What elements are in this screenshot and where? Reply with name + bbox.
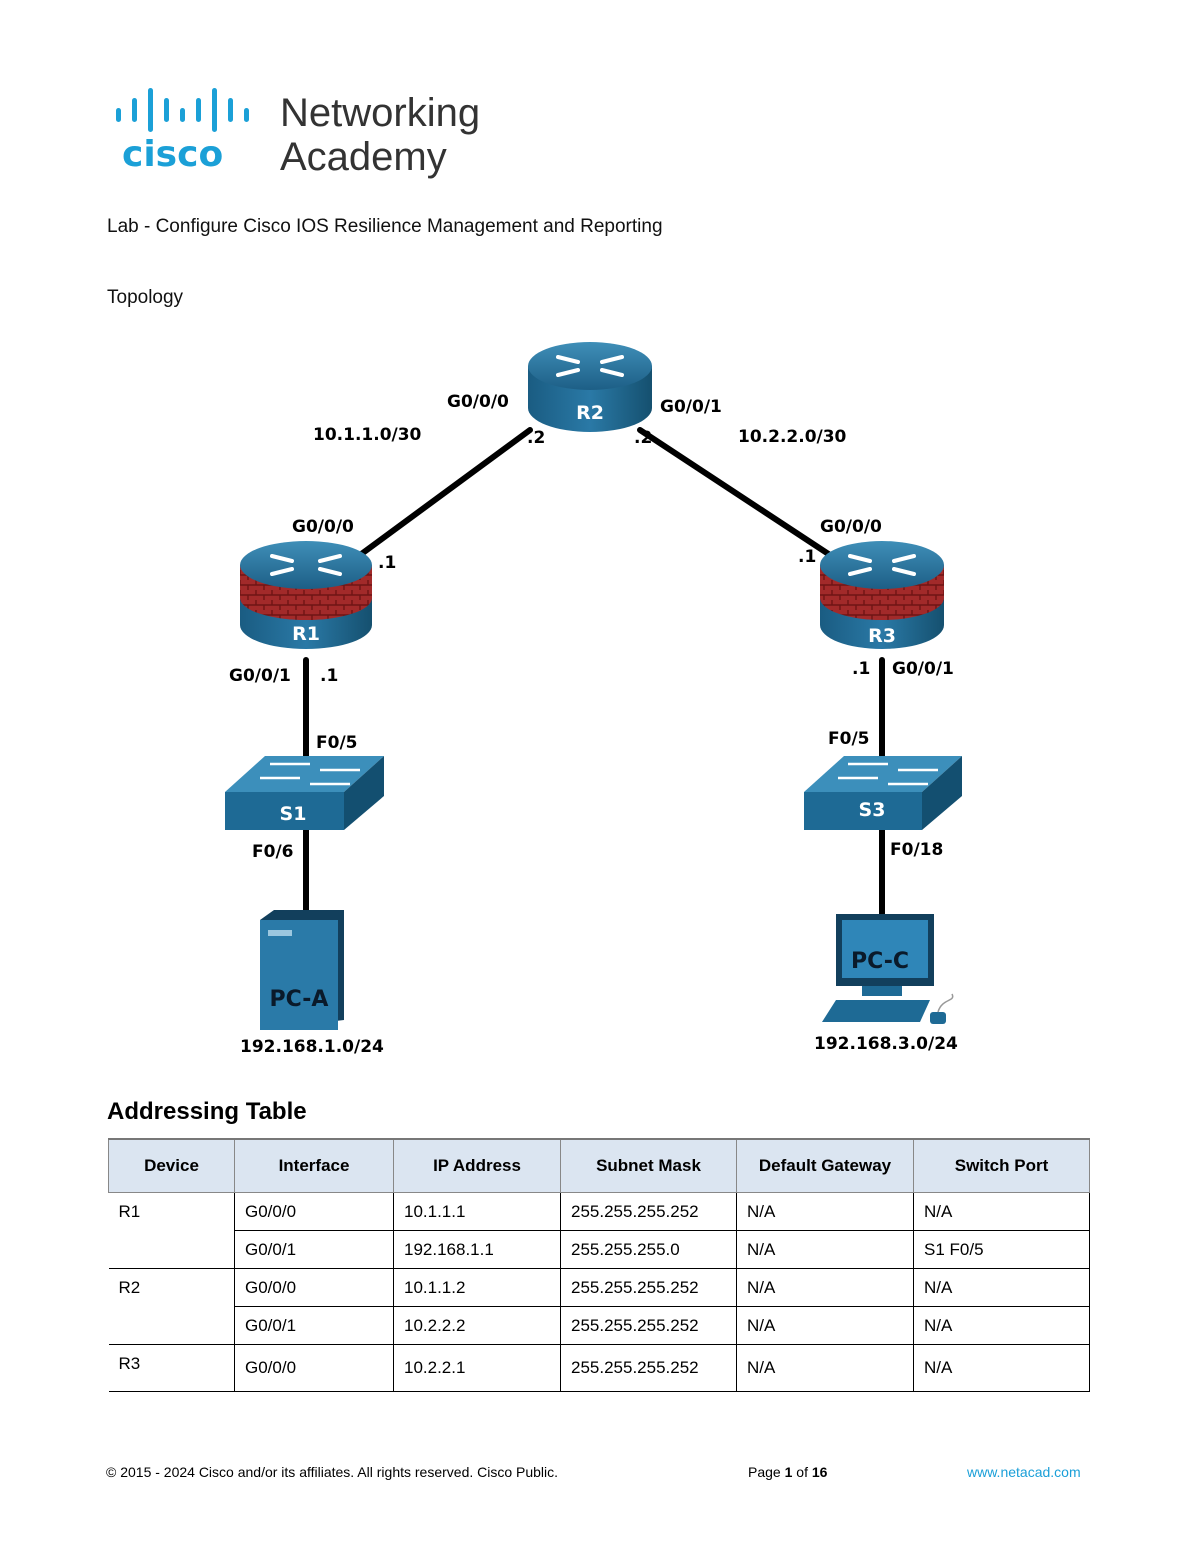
cell-gateway: N/A [736, 1192, 914, 1231]
cell-mask: 255.255.255.252 [560, 1268, 737, 1307]
cell-ip: 10.2.2.2 [393, 1306, 561, 1345]
r1-label: R1 [292, 623, 320, 645]
cell-mask: 255.255.255.252 [560, 1306, 737, 1345]
router-r2-icon: R2 [528, 342, 652, 432]
r2-g000-label: G0/0/0 [447, 392, 509, 412]
s3-label: S3 [859, 799, 886, 821]
cell-port: N/A [913, 1306, 1090, 1345]
page-current: 1 [784, 1464, 793, 1480]
pc-a-label: PC-A [270, 987, 329, 1012]
r1-g000-label: G0/0/0 [292, 517, 354, 537]
cell-gateway: N/A [736, 1306, 914, 1345]
link-r2-r3 [637, 427, 833, 558]
col-subnet-mask: Subnet Mask [560, 1138, 737, 1193]
cell-mask: 255.255.255.252 [560, 1192, 737, 1231]
cell-ip: 192.168.1.1 [393, 1230, 561, 1269]
cell-device: R3 [108, 1344, 235, 1392]
cell-ip: 10.1.1.1 [393, 1192, 561, 1231]
link-r1-r2 [357, 427, 533, 558]
r2-label: R2 [576, 402, 604, 424]
table-header-row: Device Interface IP Address Subnet Mask … [108, 1138, 1090, 1193]
router-r1-icon: R1 [240, 541, 372, 649]
table-row: G0/0/1 192.168.1.1 255.255.255.0 N/A S1 … [109, 1230, 1090, 1269]
topology-heading: Topology [107, 287, 184, 308]
r3-g000-label: G0/0/0 [820, 517, 882, 537]
r3-g001-label: G0/0/1 [892, 659, 954, 679]
document-title: Lab - Configure Cisco IOS Resilience Man… [107, 216, 663, 237]
r2-left-host-label: .2 [527, 428, 545, 448]
cell-port: N/A [913, 1344, 1090, 1392]
cell-interface: G0/0/0 [234, 1268, 394, 1307]
col-device: Device [108, 1138, 235, 1193]
cell-device: R1 [108, 1192, 235, 1269]
col-interface: Interface [234, 1138, 394, 1193]
r3-g001-host-label: .1 [852, 659, 870, 679]
page-prefix: Page [748, 1464, 785, 1480]
pc-a-server-icon: PC-A [260, 910, 344, 1030]
page-mid: of [792, 1464, 812, 1480]
cell-port: N/A [913, 1268, 1090, 1307]
cell-device: R2 [108, 1268, 235, 1345]
r3-label: R3 [868, 625, 896, 647]
lan-c-label: 192.168.3.0/24 [814, 1034, 958, 1054]
router-r3-icon: R3 [820, 541, 944, 649]
topology-links [303, 427, 885, 923]
net-r1-r2-label: 10.1.1.0/30 [313, 425, 422, 445]
topology-diagram: R2 R1 R3 S1 [225, 342, 962, 1057]
cisco-wordmark: cisco [122, 134, 223, 175]
cisco-bars-icon [116, 88, 249, 132]
cell-port: N/A [913, 1192, 1090, 1231]
footer-copyright: © 2015 - 2024 Cisco and/or its affiliate… [106, 1464, 559, 1480]
table-row: R1 G0/0/0 10.1.1.1 255.255.255.252 N/A N… [108, 1192, 1090, 1269]
s3-f05-label: F0/5 [828, 729, 869, 749]
s3-f018-label: F0/18 [890, 840, 943, 860]
cell-mask: 255.255.255.252 [560, 1344, 737, 1392]
cell-interface: G0/0/1 [234, 1230, 394, 1269]
netacad-link[interactable]: www.netacad.com [967, 1464, 1081, 1480]
r2-right-host-label: .2 [634, 428, 652, 448]
switch-s1-icon: S1 [225, 756, 384, 830]
logo-networking: Networking [280, 91, 480, 135]
table-row: R2 G0/0/0 10.1.1.2 255.255.255.252 N/A N… [108, 1268, 1090, 1345]
table-row: G0/0/1 10.2.2.2 255.255.255.252 N/A N/A [109, 1306, 1090, 1345]
s1-label: S1 [280, 803, 307, 825]
col-default-gateway: Default Gateway [736, 1138, 914, 1193]
pc-c-label: PC-C [851, 949, 909, 974]
cell-mask: 255.255.255.0 [560, 1230, 737, 1269]
cell-interface: G0/0/0 [234, 1192, 394, 1231]
pc-c-workstation-icon: PC-C [822, 914, 954, 1024]
r1-g001-host-label: .1 [320, 666, 338, 686]
r2-g001-label: G0/0/1 [660, 397, 722, 417]
footer-page-number: Page 1 of 16 [748, 1464, 827, 1480]
cell-ip: 10.1.1.2 [393, 1268, 561, 1307]
cisco-networking-academy-logo: cisco Networking Academy [116, 88, 480, 179]
cell-gateway: N/A [736, 1230, 914, 1269]
logo-academy: Academy [280, 135, 447, 179]
cell-gateway: N/A [736, 1344, 914, 1392]
lan-a-label: 192.168.1.0/24 [240, 1037, 384, 1057]
cell-interface: G0/0/0 [234, 1344, 394, 1392]
addressing-table: Device Interface IP Address Subnet Mask … [108, 1138, 1090, 1392]
col-ip-address: IP Address [393, 1138, 561, 1193]
s1-f06-label: F0/6 [252, 842, 293, 862]
r1-g001-label: G0/0/1 [229, 666, 291, 686]
cell-ip: 10.2.2.1 [393, 1344, 561, 1392]
col-switch-port: Switch Port [913, 1138, 1090, 1193]
net-r2-r3-label: 10.2.2.0/30 [738, 427, 847, 447]
cell-gateway: N/A [736, 1268, 914, 1307]
page-total: 16 [811, 1464, 828, 1480]
table-row: R3 G0/0/0 10.2.2.1 255.255.255.252 N/A N… [108, 1344, 1090, 1392]
switch-s3-icon: S3 [804, 756, 962, 830]
cell-port: S1 F0/5 [913, 1230, 1090, 1269]
s1-f05-label: F0/5 [316, 733, 357, 753]
r1-g000-host-label: .1 [378, 553, 396, 573]
addressing-table-heading: Addressing Table [107, 1098, 307, 1125]
cell-interface: G0/0/1 [234, 1306, 394, 1345]
r3-g000-host-label: .1 [798, 547, 816, 567]
